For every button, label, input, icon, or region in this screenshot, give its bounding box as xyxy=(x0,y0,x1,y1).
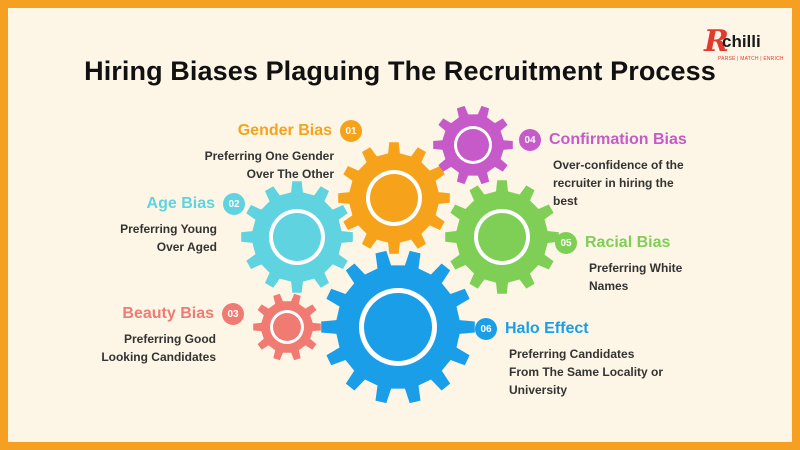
gender-gear xyxy=(338,142,450,254)
bias-name: Halo Effect xyxy=(505,320,589,337)
bias-number-badge: 06 xyxy=(475,318,497,340)
desc-line: Preferring Young xyxy=(120,222,217,236)
rchilli-logo: R chilli PARSE | MATCH | ENRICH xyxy=(704,24,784,68)
desc-line: From The Same Locality or xyxy=(509,365,664,379)
page-title: Hiring Biases Plaguing The Recruitment P… xyxy=(84,56,716,86)
logo-text: chilli xyxy=(722,32,761,51)
bias-description: Preferring White Names xyxy=(589,259,682,295)
bias-number-badge: 04 xyxy=(519,129,541,151)
bias-halo: 06 Halo Effect Preferring Candidates Fro… xyxy=(475,318,663,399)
bias-racial: 05 Racial Bias Preferring White Names xyxy=(555,232,682,295)
bias-number-badge: 01 xyxy=(340,120,362,142)
desc-line: Preferring One Gender xyxy=(204,149,334,163)
racial-gear xyxy=(445,180,559,294)
gear-hub xyxy=(478,213,526,261)
bias-number-badge: 03 xyxy=(222,303,244,325)
desc-line: recruiter in hiring the xyxy=(553,176,674,190)
bias-description: Preferring Candidates From The Same Loca… xyxy=(509,345,663,399)
bias-beauty: Beauty Bias 03 Preferring Good Looking C… xyxy=(101,303,244,366)
bias-name: Beauty Bias xyxy=(122,305,214,322)
age-gear xyxy=(241,181,353,293)
bias-gender: Gender Bias 01 Preferring One Gender Ove… xyxy=(205,120,362,183)
halo-gear xyxy=(321,250,475,404)
logo-tagline: PARSE | MATCH | ENRICH xyxy=(718,56,784,62)
desc-line: University xyxy=(509,383,568,397)
bias-name: Confirmation Bias xyxy=(549,131,687,148)
confirmation-gear xyxy=(433,105,513,185)
beauty-gear xyxy=(253,293,321,361)
gear-hub xyxy=(273,213,321,261)
bias-name: Age Bias xyxy=(146,195,215,212)
gear-hub xyxy=(364,293,432,361)
bias-name: Racial Bias xyxy=(585,234,671,251)
desc-line: Over-confidence of the xyxy=(553,158,684,172)
bias-confirmation: 04 Confirmation Bias Over-confidence of … xyxy=(519,129,687,210)
bias-description: Preferring One Gender Over The Other xyxy=(205,147,334,183)
gear-hub xyxy=(273,313,301,341)
bias-age: Age Bias 02 Preferring Young Over Aged xyxy=(120,193,245,256)
bias-number-badge: 05 xyxy=(555,232,577,254)
bias-description: Preferring Good Looking Candidates xyxy=(101,330,216,366)
desc-line: Over The Other xyxy=(246,167,334,181)
gear-hub xyxy=(457,129,489,161)
desc-line: Over Aged xyxy=(156,240,217,254)
desc-line: best xyxy=(553,194,578,208)
desc-line: Preferring Candidates xyxy=(509,347,635,361)
gear-hub xyxy=(370,174,418,222)
logo-mark: R xyxy=(704,24,729,59)
desc-line: Preferring Good xyxy=(123,332,216,346)
desc-line: Looking Candidates xyxy=(101,350,216,364)
bias-description: Preferring Young Over Aged xyxy=(120,220,217,256)
bias-name: Gender Bias xyxy=(237,122,332,139)
bias-number-badge: 02 xyxy=(223,193,245,215)
desc-line: Names xyxy=(589,279,629,293)
bias-description: Over-confidence of the recruiter in hiri… xyxy=(553,156,687,210)
desc-line: Preferring White xyxy=(589,261,683,275)
